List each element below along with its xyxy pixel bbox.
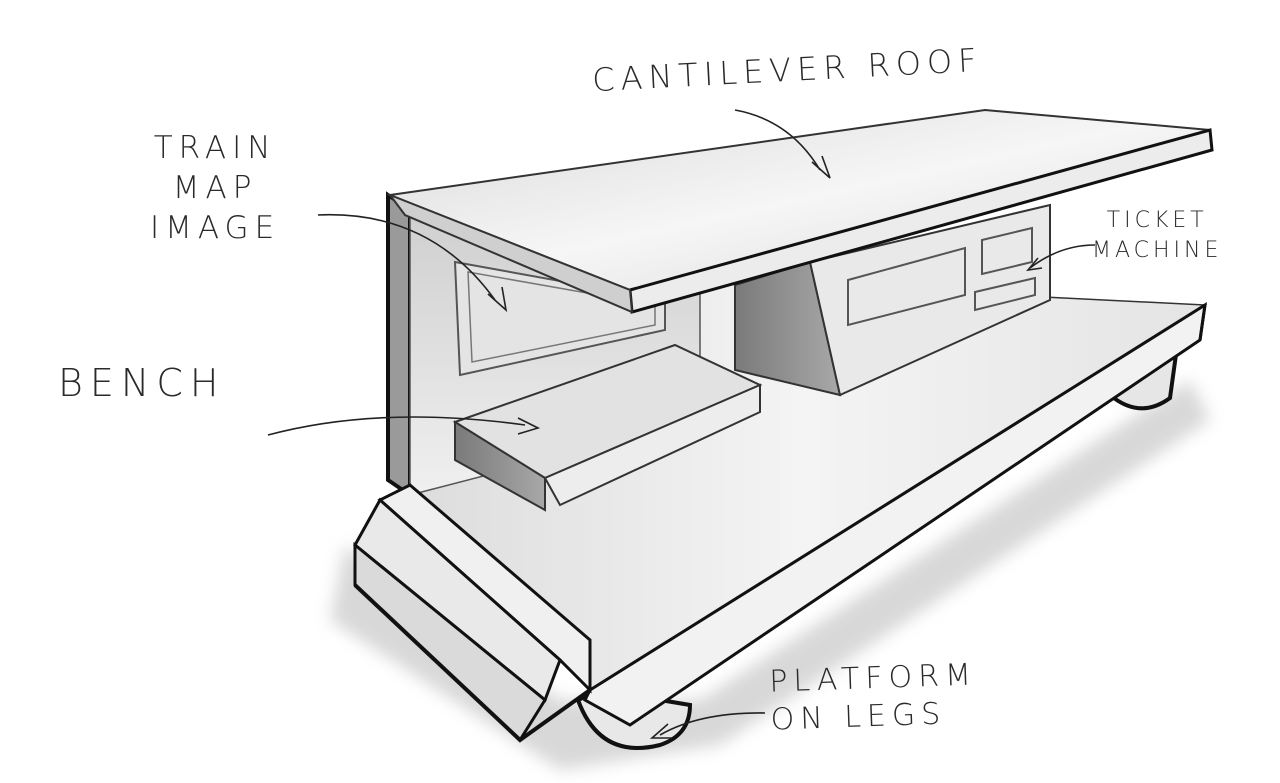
platform-on-legs-label: PLATFORM ON LEGS — [769, 656, 979, 739]
arrow-train-map — [317, 213, 496, 301]
ticket-machine-label: TICKET MACHINE — [1092, 206, 1222, 266]
cantilever-roof — [386, 108, 1214, 314]
train-map-image-label: TRAIN MAP IMAGE — [150, 128, 280, 248]
arrow-cantilever-roof — [734, 109, 821, 171]
ticket-machine-label-line-1: TICKET — [1106, 208, 1208, 233]
platform-label-line-2: ON LEGS — [770, 696, 947, 738]
bench — [452, 343, 763, 512]
ticket-machine-label-line-2: MACHINE — [1092, 238, 1223, 263]
bench-label: BENCH — [58, 361, 226, 405]
arrow-platform-legs — [659, 712, 766, 736]
train-map-label-line-3: IMAGE — [150, 210, 281, 246]
ground-shadow — [330, 380, 1210, 770]
arrow-ticket-machine — [1029, 244, 1096, 269]
stairs — [353, 483, 592, 743]
ticket-machine — [734, 203, 1051, 397]
train-map-label-line-1: TRAIN — [153, 130, 277, 166]
annotation-arrows — [267, 109, 1096, 739]
arrow-bench — [267, 416, 526, 436]
platform-label-line-1: PLATFORM — [768, 657, 978, 700]
train-map-label-line-2: MAP — [172, 170, 258, 206]
